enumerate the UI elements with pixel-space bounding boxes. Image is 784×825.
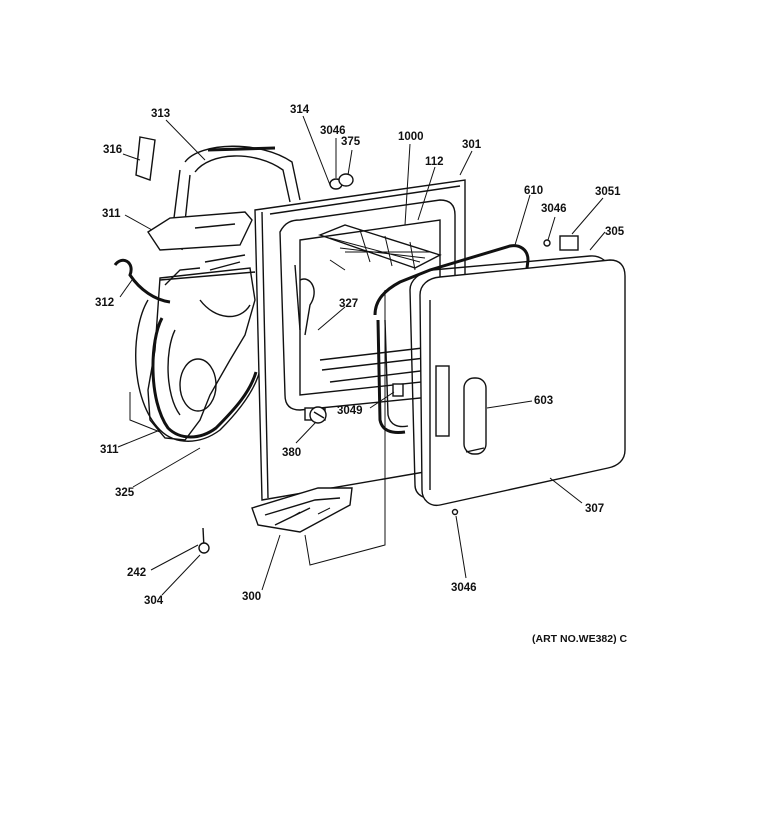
label-316: 316 — [103, 144, 122, 156]
label-307: 307 — [585, 503, 604, 515]
label-313: 313 — [151, 108, 170, 120]
label-610: 610 — [524, 185, 543, 197]
bulkhead-assembly — [113, 136, 301, 442]
lint-filter — [251, 290, 386, 566]
label-327: 327 — [339, 298, 358, 310]
label-3046-top: 3046 — [320, 125, 346, 137]
label-312: 312 — [95, 297, 114, 309]
label-112: 112 — [425, 156, 444, 168]
front-panel — [254, 179, 466, 501]
label-603: 603 — [534, 395, 553, 407]
label-304: 304 — [144, 595, 164, 607]
leader-lines — [117, 115, 606, 596]
label-3046-right: 3046 — [541, 203, 567, 215]
label-3046-bottom: 3046 — [451, 582, 477, 594]
label-300: 300 — [242, 591, 261, 603]
label-1000: 1000 — [398, 131, 424, 143]
label-375: 375 — [341, 136, 361, 148]
art-number: (ART NO.WE382) C — [532, 633, 628, 645]
door — [409, 255, 626, 507]
label-242: 242 — [127, 567, 146, 579]
label-380: 380 — [282, 447, 301, 459]
label-301: 301 — [462, 139, 482, 151]
label-311-upper: 311 — [102, 208, 121, 220]
label-3049: 3049 — [337, 405, 363, 417]
label-314: 314 — [290, 104, 310, 116]
small-hardware — [198, 173, 579, 554]
part-labels: 313 316 311 312 311 325 314 3046 375 100… — [95, 104, 628, 645]
label-311-lower: 311 — [100, 444, 119, 456]
label-3051: 3051 — [595, 186, 621, 198]
label-325: 325 — [115, 487, 135, 499]
door-gasket — [373, 244, 530, 434]
label-305: 305 — [605, 226, 625, 238]
